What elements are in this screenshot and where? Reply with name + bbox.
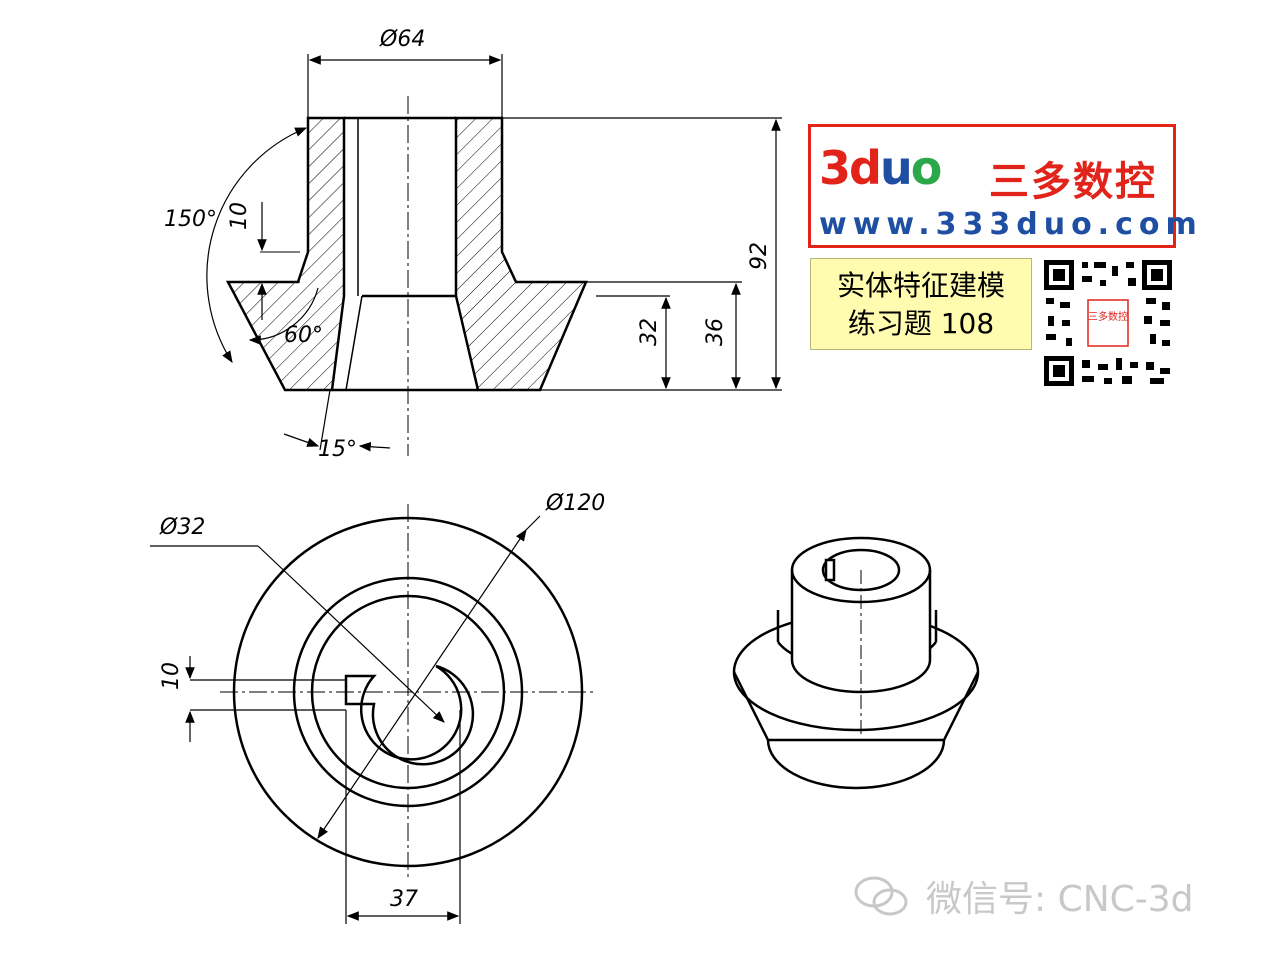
- dim-height-10: 10: [227, 202, 252, 230]
- isometric-view: [732, 536, 980, 790]
- exercise-line-2: 练习题 108: [847, 307, 995, 340]
- dim-angle-150: 150°: [164, 207, 217, 232]
- dim-angle-15: 15°: [318, 437, 357, 462]
- exercise-label: 实体特征建模 练习题 108: [810, 258, 1032, 350]
- dim-bore-diameter: Ø32: [159, 515, 205, 540]
- logo-name: 三多数控: [989, 159, 1157, 205]
- keyway-bore: [344, 664, 475, 766]
- exercise-line-1: 实体特征建模: [836, 269, 1005, 302]
- logo-mark-d: d: [849, 141, 882, 195]
- dim-height-36: 36: [703, 318, 728, 346]
- dim-key-width: 10: [159, 662, 184, 690]
- wechat-icon: [854, 876, 908, 916]
- logo-url: www.333duo.com: [819, 207, 1203, 242]
- dim-flange-width: 37: [390, 887, 418, 912]
- iso-hub-side: [790, 570, 932, 694]
- dim-top-diameter: Ø64: [379, 27, 425, 52]
- section-view: [225, 116, 588, 392]
- iso-keyway: [824, 558, 836, 582]
- dim-angle-60: 60°: [284, 323, 323, 348]
- right-wall-section: [454, 116, 588, 392]
- top-view-centerlines: [220, 504, 596, 880]
- logo-mark: 3duo: [819, 141, 943, 195]
- qr-center-label: 三多数控: [1088, 310, 1128, 323]
- logo-mark-o: o: [910, 141, 943, 195]
- iso-cone-bottom: [766, 739, 946, 790]
- iso-cone-side: [732, 671, 980, 742]
- brand-logo: 3duo 三多数控 www.333duo.com: [808, 124, 1197, 248]
- logo-mark-3: 3: [819, 141, 851, 195]
- dim-height-92: 92: [747, 242, 772, 270]
- dim-height-32: 32: [637, 318, 662, 346]
- watermark: 微信号: CNC-3d: [926, 879, 1194, 920]
- qr-code-icon: 三多数控: [1042, 258, 1174, 388]
- left-wall-section: [225, 116, 346, 392]
- logo-mark-u: u: [879, 141, 913, 195]
- section-dimensions: [206, 54, 782, 452]
- top-view-dimensions: [150, 515, 541, 924]
- dim-outer-diameter: Ø120: [545, 491, 605, 516]
